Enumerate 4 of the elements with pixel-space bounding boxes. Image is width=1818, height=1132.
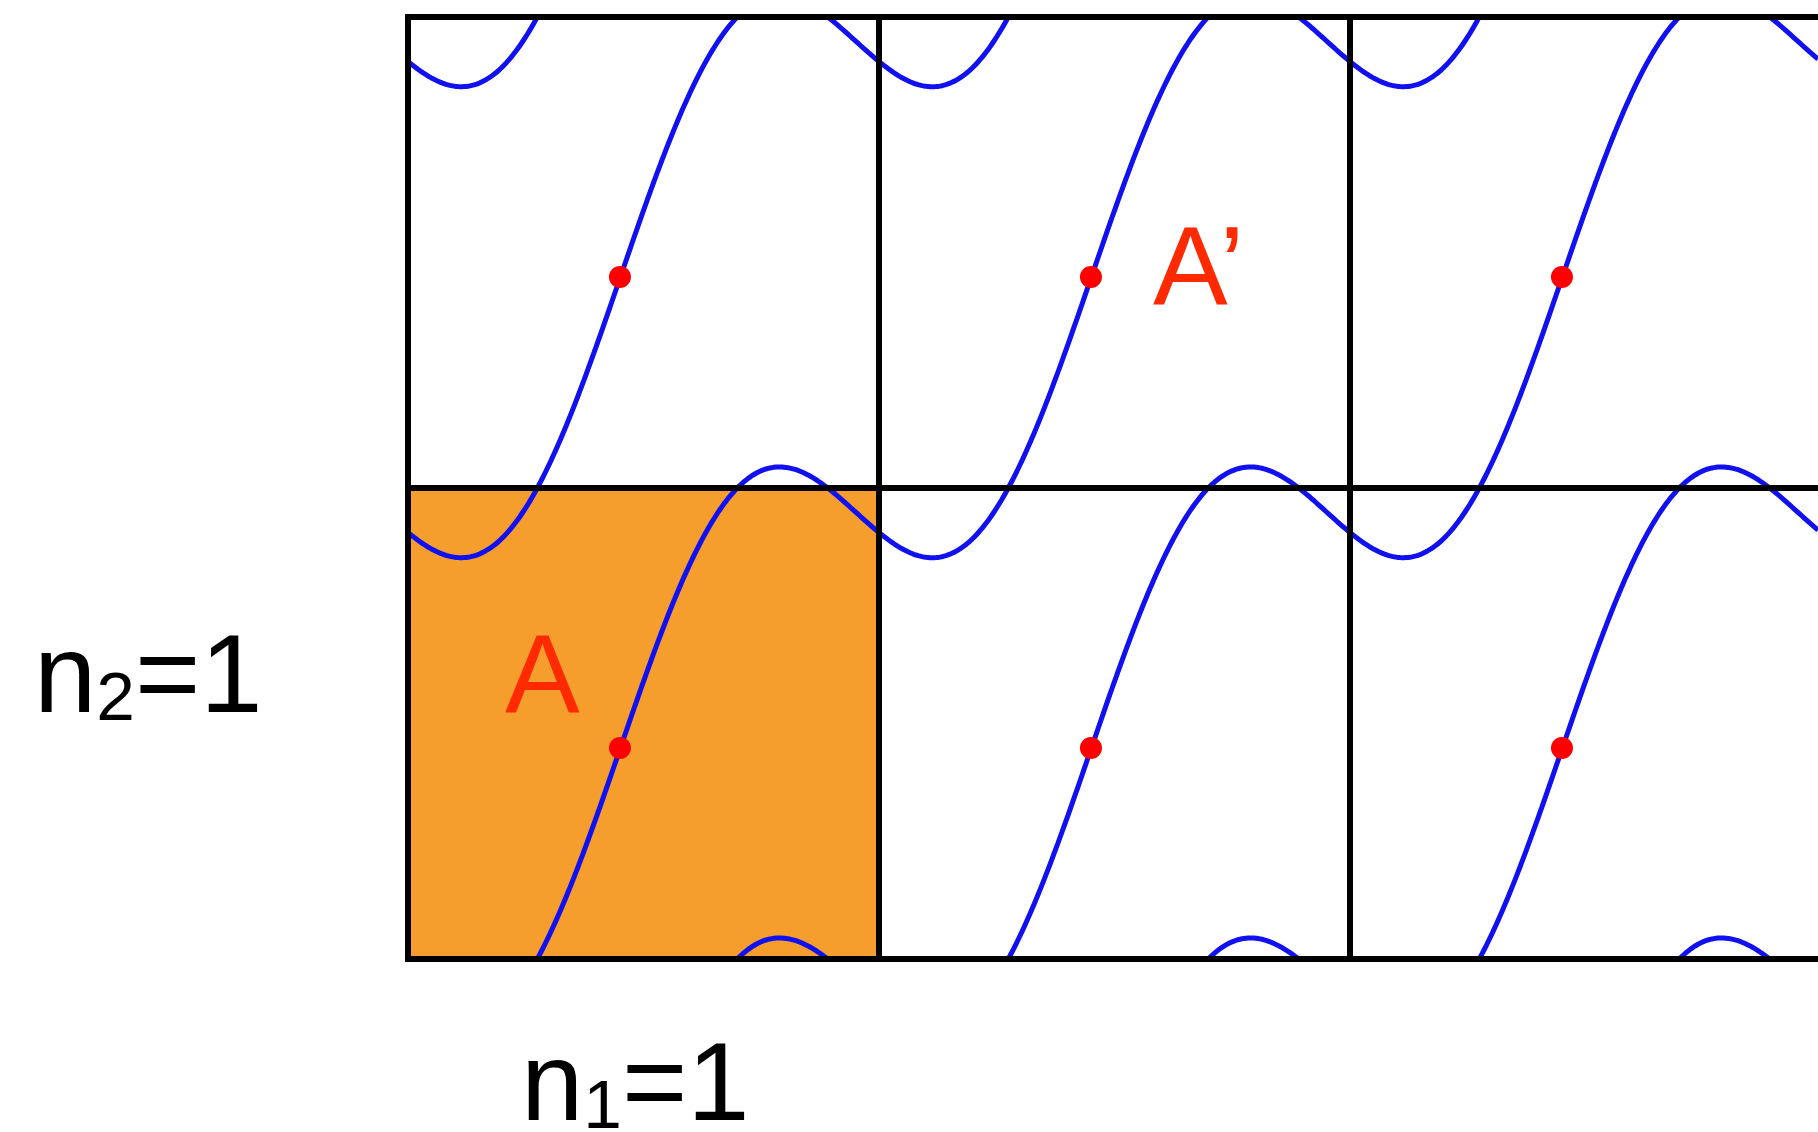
math-label: n$_{1}$=1 [521,1026,750,1132]
math-label: n$_{2}$=1 [34,618,263,730]
math-label: A’ [1153,210,1245,322]
math-label: A [505,618,580,730]
